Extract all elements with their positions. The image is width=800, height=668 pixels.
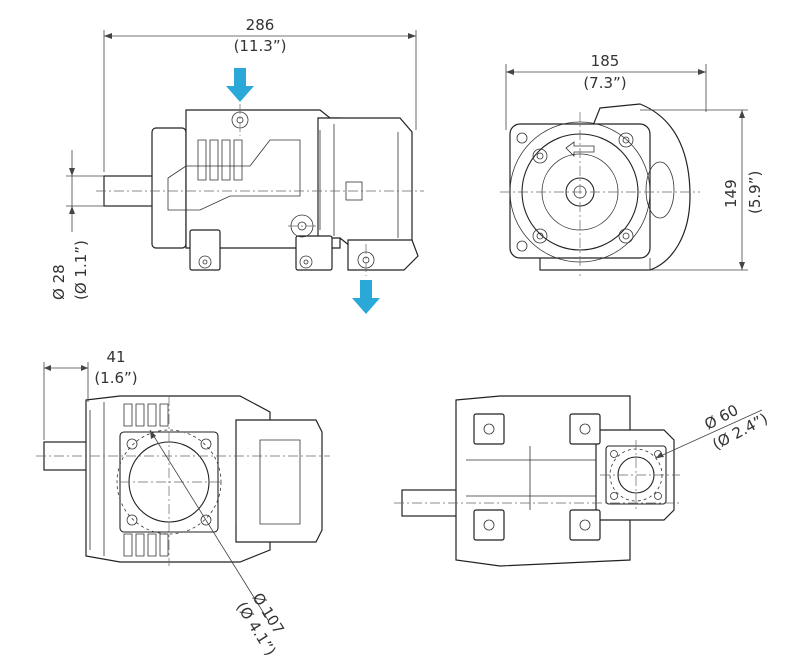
dim-185-label: 185 xyxy=(591,52,620,70)
top-view xyxy=(36,395,330,566)
dimension-height: 149 (5.9”) xyxy=(640,109,764,271)
side-view xyxy=(96,104,424,276)
dim-149-label: 149 xyxy=(722,179,740,208)
dim-41-label: 41 xyxy=(106,348,125,366)
dim-41-imperial: (1.6”) xyxy=(94,369,137,387)
dimension-width: 185 (7.3”) xyxy=(505,52,707,130)
dim-149-imperial: (5.9”) xyxy=(746,171,764,214)
dim-shaft-dia-imperial: (Ø 1.1”) xyxy=(72,240,90,300)
dim-185-imperial: (7.3”) xyxy=(583,74,626,92)
dimension-shaft-length: 41 (1.6”) xyxy=(43,348,138,440)
dim-286-label: 286 xyxy=(246,16,275,34)
dimension-total-length: 286 (11.3”) xyxy=(103,16,417,172)
dim-shaft-dia-label: Ø 28 xyxy=(50,264,68,300)
flow-in-arrow-icon xyxy=(226,68,254,102)
front-view xyxy=(500,103,700,276)
flow-out-arrow-icon xyxy=(352,280,380,314)
rear-view xyxy=(394,395,680,567)
dimension-shaft-diameter: Ø 28 (Ø 1.1”) xyxy=(50,150,104,300)
dim-286-imperial: (11.3”) xyxy=(234,37,287,55)
